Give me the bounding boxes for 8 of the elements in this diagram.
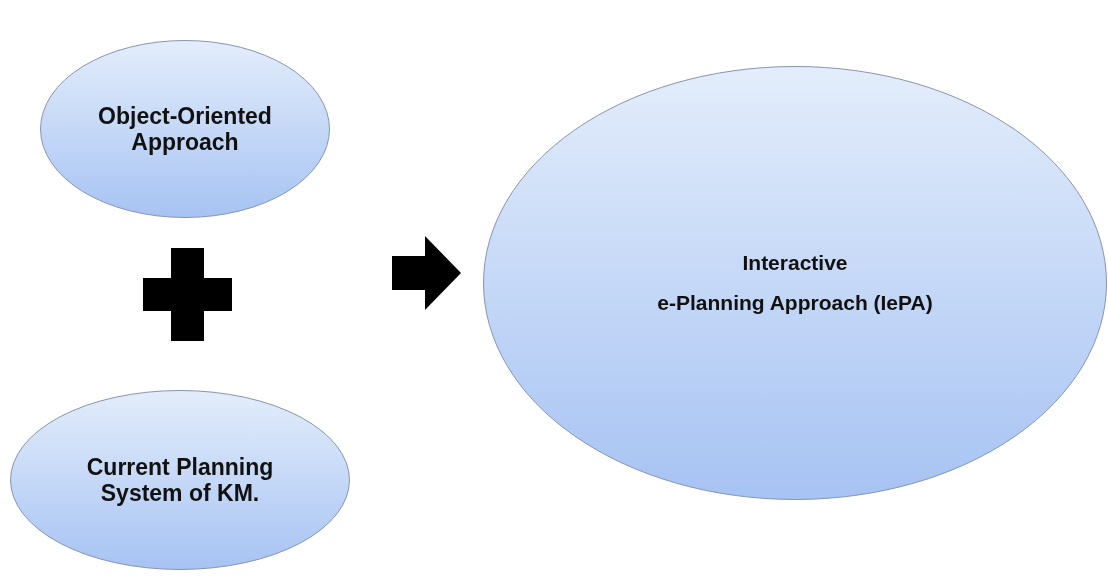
node-label: Interactive [742,250,848,275]
ellipse-node [40,40,330,218]
block-arrow [392,236,461,310]
node-label: Object-Oriented Approach [97,102,273,156]
ellipse-node [10,390,350,570]
node-label: Current Planning System of KM. [85,453,275,507]
node-label: e-Planning Approach (IePA) [657,291,933,316]
ellipse-node [483,66,1107,500]
